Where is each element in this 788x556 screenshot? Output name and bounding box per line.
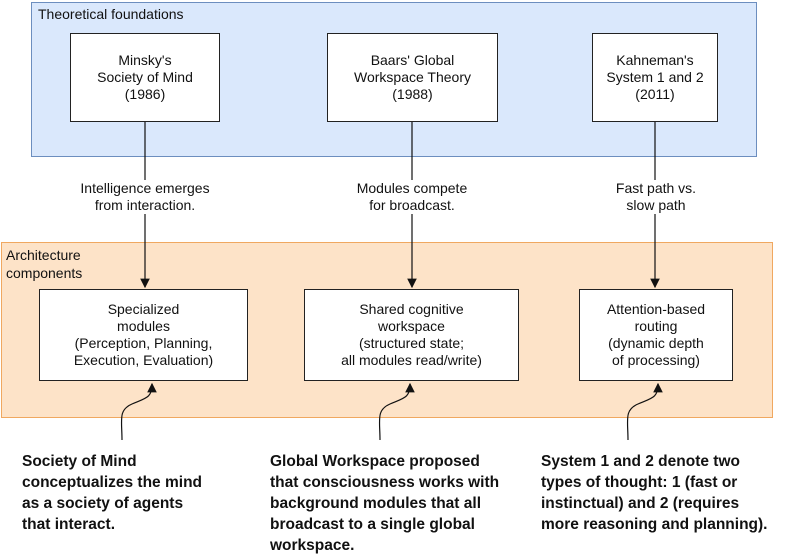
theory-box-baars: Baars' Global Workspace Theory (1988) xyxy=(327,33,498,122)
edge-label-minsky: Intelligence emerges from interaction. xyxy=(60,180,230,214)
theory-box-kahneman: Kahneman's System 1 and 2 (2011) xyxy=(592,33,718,122)
component-box-attention-routing: Attention-based routing (dynamic depth o… xyxy=(579,289,733,381)
components-region-title: Architecture components xyxy=(6,247,83,281)
annotation-system-1-and-2: System 1 and 2 denote two types of thoug… xyxy=(541,453,768,533)
component-box-specialized-modules: Specialized modules (Perception, Plannin… xyxy=(39,289,248,381)
component-box-shared-workspace: Shared cognitive workspace (structured s… xyxy=(304,289,519,381)
pointer-annotation-2 xyxy=(378,382,415,441)
pointer-annotation-1 xyxy=(120,382,157,441)
theory-box-minsky: Minsky's Society of Mind (1986) xyxy=(70,33,220,122)
annotation-global-workspace: Global Workspace proposed that conscious… xyxy=(270,453,500,554)
annotation-society-of-mind: Society of Mind conceptualizes the mind … xyxy=(22,453,203,533)
edge-label-baars: Modules compete for broadcast. xyxy=(330,180,494,214)
foundations-region-title: Theoretical foundations xyxy=(38,6,184,22)
edge-label-kahneman: Fast path vs. slow path xyxy=(590,180,722,214)
pointer-annotation-3 xyxy=(626,382,663,441)
